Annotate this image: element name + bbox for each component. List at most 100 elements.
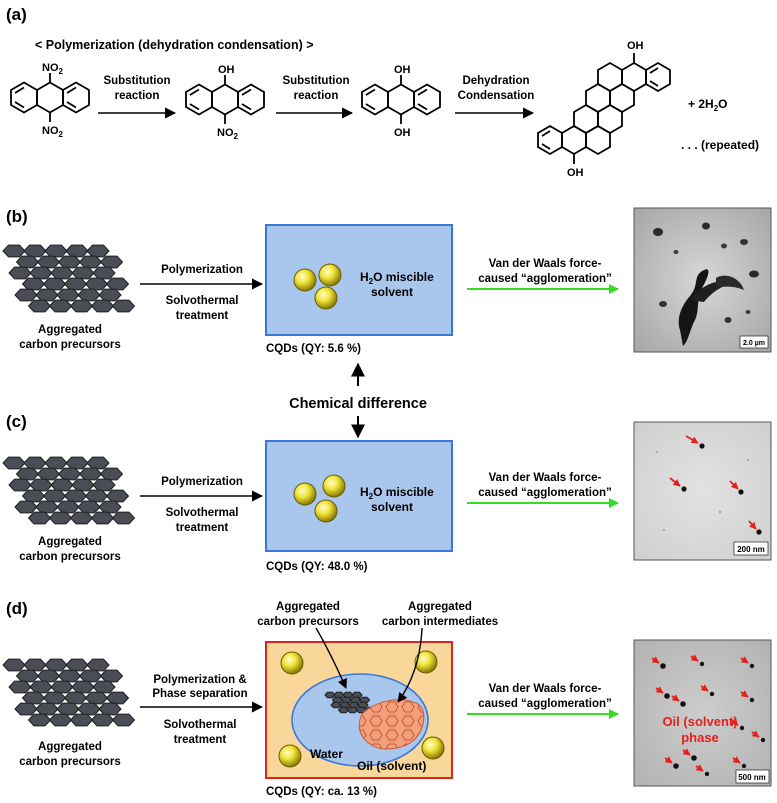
cqd-particle [421,736,445,760]
tem-red-arrow [690,654,699,662]
tem-particle [749,697,755,703]
tem-red-arrow [700,684,709,692]
hexagon-shape [330,701,342,709]
hexagon-shape [105,691,130,705]
hexagon-shape [42,691,67,705]
hexagon-shape [29,266,53,280]
hexagon-shape [111,299,136,313]
tem-particle [739,725,745,731]
pointer-arrow-precursors [315,627,347,689]
hexagon-shape [84,277,109,291]
hexagon-shape [92,680,116,694]
hexagon-shape [8,266,32,280]
hexagon-shape [105,277,130,291]
hexagon-shape [351,691,363,699]
tem-image-b: 2.0 µm [633,207,772,353]
panel-c-letter: (c) [6,412,27,431]
vdw-label-d-line2: caused “agglomeration” [478,698,612,710]
hydroxy-group-bottom-4: OH [567,167,584,179]
cqd-particle [318,263,342,287]
hexagon-shape [357,701,369,709]
hexagon-shape [90,511,115,525]
repeated-note: . . . (repeated) [681,138,759,152]
chemical-difference-connector: Chemical difference [289,362,427,439]
vdw-label-b-line1: Van der Waals force- [489,258,602,270]
aggregated-precursors-hexagons-c [2,456,136,525]
hexagon-shape [99,255,124,269]
hexagon-shape [44,244,68,258]
hexagon-shape [27,299,52,313]
hexagon-shape [84,489,109,503]
hexagon-shape [84,691,109,705]
hexagon-shape [23,658,47,672]
tem-d-particles-and-arrows [651,654,766,777]
tem-red-arrow [695,764,704,772]
hexagon-shape [324,691,336,699]
hexagon-shape [42,489,67,503]
arrow-label-polymerization-b: Polymerization [161,264,243,276]
hexagon-shape [56,288,80,302]
hexagon-shape [57,669,82,683]
hexagon-shape [65,244,89,258]
tem-particle [673,763,679,769]
arrow-label-polymerization-d-line2: Phase separation [152,688,247,700]
oil-phase-label-line1: Oil (solvent) [662,714,737,729]
precursor-label-b-line2: carbon precursors [19,339,121,351]
hexagon-shape [36,255,61,269]
cqd-particle [293,268,317,292]
hexagon-shape [21,489,46,503]
cqd-particle [280,651,304,675]
hexagon-shape [15,669,40,683]
tem-red-arrow [664,756,673,764]
hexagon-shape [44,658,68,672]
nitro-group-bottom-2: NO2 [217,127,239,141]
hydroxy-group-top-3: OH [394,64,411,76]
hexagon-shape [27,511,52,525]
tem-red-arrow [671,694,680,702]
arrow2-label-line2: reaction [294,90,339,102]
hexagon-shape [36,467,61,481]
fused-polycyclic-product-structure [537,53,671,164]
arrow1-label-line1: Substitution [103,75,170,87]
hexagon-shape [65,658,89,672]
precursor-label-d-line1: Aggregated [38,741,102,753]
tem-particle [749,663,755,669]
hexagon-shape [56,702,80,716]
hexagon-shape [15,255,40,269]
hexagon-shape [98,500,122,514]
tem-red-arrow [740,656,749,664]
hexagon-shape [86,658,110,672]
hexagon-shape [86,456,110,470]
inner-precursor-label-line1: Aggregated [276,601,340,613]
hexagon-shape [27,713,52,727]
hexagon-shape [65,456,89,470]
vdw-label-d-line1: Van der Waals force- [489,683,602,695]
hexagon-shape [342,691,354,699]
panel-b: (b) Aggregated carbon precursors Polymer… [2,207,772,355]
pointer-arrow-intermediates [397,627,423,703]
hexagon-shape [15,467,40,481]
hexagon-shape [23,244,47,258]
tem-red-arrow [730,718,739,726]
vdw-label-c-line1: Van der Waals force- [489,472,602,484]
tem-particle [704,771,710,777]
hexagon-shape [21,277,46,291]
hexagon-shape [358,696,371,704]
tem-red-arrow [751,730,760,738]
tem-red-arrow [740,690,749,698]
hexagon-shape [42,277,67,291]
cqd-caption-c: CQDs (QY: 48.0 %) [266,561,368,573]
inner-intermediate-label-line2: carbon intermediates [382,616,498,628]
cqd-caption-b: CQDs (QY: 5.6 %) [266,343,361,355]
tem-image-d: Oil (solvent) phase 500 nm [633,639,772,787]
hexagon-shape [105,489,130,503]
hexagon-shape [348,701,360,709]
tem-particle [680,701,686,707]
hexagon-shape [63,277,88,291]
cqd-particle [414,650,438,674]
hexagon-shape [29,680,53,694]
vdw-label-b-line2: caused “agglomeration” [478,273,612,285]
hexagon-shape [78,467,103,481]
hexagon-shape [90,299,115,313]
scale-bar-b: 2.0 µm [743,340,765,347]
